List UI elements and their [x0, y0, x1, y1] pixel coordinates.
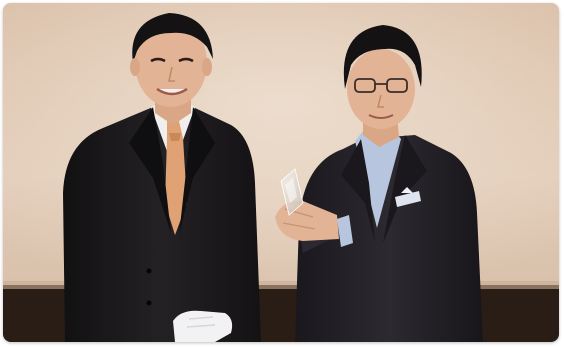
hair-right	[343, 25, 422, 89]
photo-frame	[3, 3, 559, 342]
man-right	[275, 25, 483, 342]
face-right	[347, 49, 415, 129]
pocket-square	[395, 191, 421, 207]
glasses	[354, 78, 408, 93]
blue-shirt	[355, 129, 401, 228]
hair-left	[132, 13, 213, 63]
award-photo	[3, 3, 559, 342]
suit-right	[295, 135, 483, 342]
tie	[165, 121, 187, 235]
suit-left	[63, 107, 261, 342]
face-left	[135, 19, 207, 107]
man-left	[63, 13, 261, 342]
